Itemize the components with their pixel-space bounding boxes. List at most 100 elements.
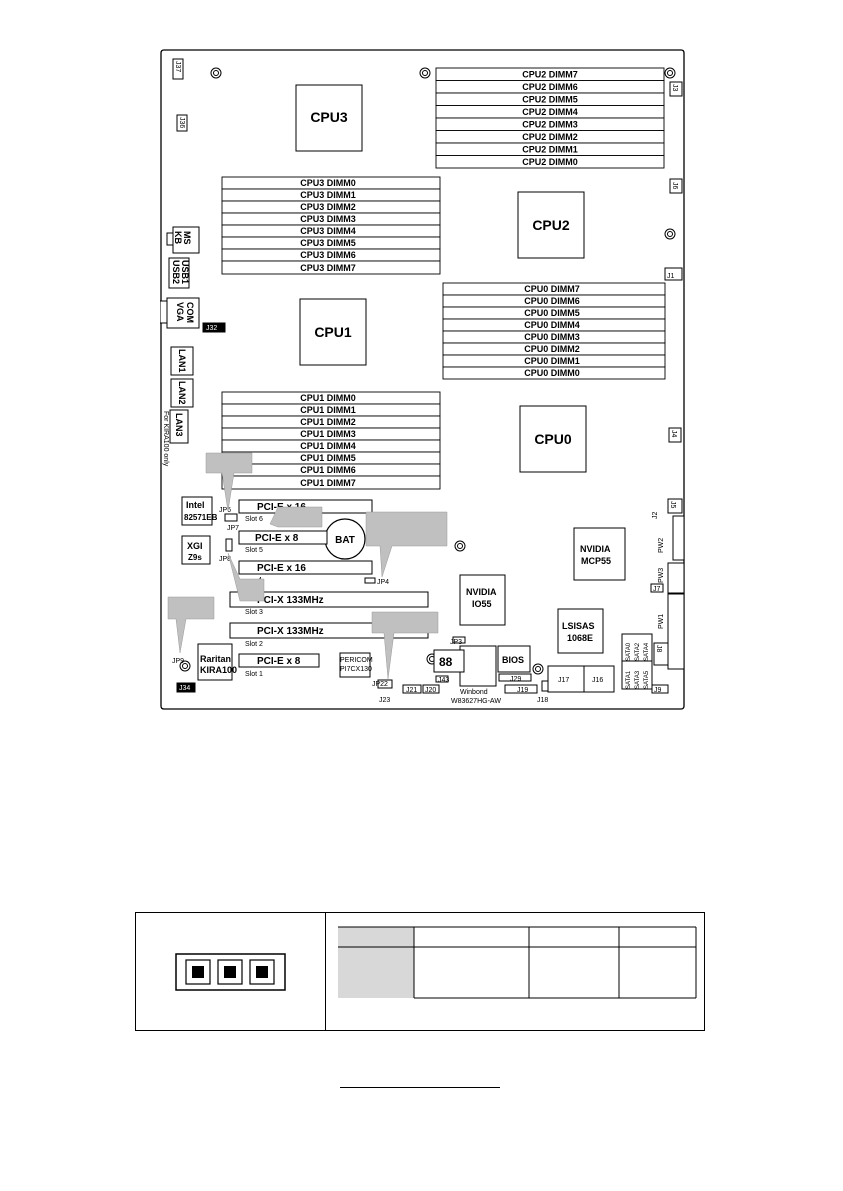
dimm-label: CPU2 DIMM5 xyxy=(522,95,578,105)
cpu3-label: CPU3 xyxy=(310,109,348,125)
jumper-legend xyxy=(135,912,705,1031)
sata5-label: SATA5 xyxy=(644,670,650,689)
j36-label: J36 xyxy=(178,117,185,128)
lan2-label: LAN2 xyxy=(177,381,187,405)
cpu1-socket xyxy=(299,298,367,366)
seg-display-label: 88 xyxy=(439,655,453,669)
j43-label: J43 xyxy=(438,677,449,684)
motherboard-diagram: CPU3 CPU2 CPU1 CPU0 CPU2 DIMM7 CPU2 DIMM… xyxy=(160,49,685,710)
j8-connector xyxy=(653,642,669,666)
jp8-label: JP8 xyxy=(219,556,231,563)
j2-label: J2 xyxy=(652,512,659,520)
callouts xyxy=(167,452,448,680)
jp8-jumper xyxy=(225,538,233,552)
sata-group-bottom xyxy=(621,660,653,690)
j9-label: J9 xyxy=(654,687,662,694)
j37-label: J37 xyxy=(174,61,181,72)
xgi-chip xyxy=(181,535,211,565)
mcp55-label: NVIDIA xyxy=(580,544,611,554)
dimm-label: CPU2 DIMM4 xyxy=(522,107,578,117)
cpu1-label: CPU1 xyxy=(314,324,352,340)
dimm-label: CPU1 DIMM0 xyxy=(300,393,356,403)
dimm-label: CPU1 DIMM1 xyxy=(300,405,356,415)
lsisas-sub: 1068E xyxy=(567,633,593,643)
nvidia-mcp55-chip xyxy=(573,527,626,581)
dimm-label: CPU1 DIMM6 xyxy=(300,465,356,475)
jp6-jumper xyxy=(224,513,238,522)
j18-label: J18 xyxy=(537,697,548,704)
j34-label: J34 xyxy=(179,685,190,692)
jp3-jumper xyxy=(452,636,466,644)
cpu0-label: CPU0 xyxy=(534,431,572,447)
sata2-label: SATA2 xyxy=(635,642,641,661)
jumper-settings-cell xyxy=(326,913,704,1030)
dimm-label: CPU0 DIMM6 xyxy=(524,296,580,306)
dimm-label: CPU2 DIMM6 xyxy=(522,82,578,92)
dimm-label: CPU3 DIMM6 xyxy=(300,250,356,260)
j19-label: J19 xyxy=(517,687,528,694)
cpu3-dimm-group xyxy=(221,176,441,275)
slot5-label: PCI-E x 8 xyxy=(255,533,299,544)
j7-label: J7 xyxy=(653,586,661,593)
dimm-label: CPU0 DIMM0 xyxy=(524,368,580,378)
j21-connector xyxy=(402,684,422,694)
dimm-label: CPU3 DIMM4 xyxy=(300,226,356,236)
j3-label: J3 xyxy=(671,84,678,92)
callout-jp4 xyxy=(365,511,448,578)
j17-label: J17 xyxy=(558,677,569,684)
jp4-label: JP4 xyxy=(377,579,389,586)
dimm-label: CPU0 DIMM2 xyxy=(524,344,580,354)
dimm-label: CPU1 DIMM4 xyxy=(300,441,356,451)
slot3 xyxy=(229,591,429,608)
callout-jp6 xyxy=(205,452,253,512)
dimm-label: CPU3 DIMM5 xyxy=(300,238,356,248)
cpu1-dimm-group xyxy=(221,391,441,490)
dimm-label: CPU1 DIMM5 xyxy=(300,453,356,463)
callout-jp22 xyxy=(371,611,439,680)
slot2-label: PCI-X 133MHz xyxy=(257,626,324,637)
rear-io xyxy=(160,226,200,444)
footer-underline xyxy=(340,1087,500,1088)
bios-label: BIOS xyxy=(502,655,524,665)
j34-connector xyxy=(176,682,196,693)
dimm-label: CPU3 DIMM7 xyxy=(300,263,356,273)
cpu2-dimm-group xyxy=(435,67,665,169)
slot3-label: PCI-X 133MHz xyxy=(257,595,324,606)
j1-connector xyxy=(664,267,683,281)
io55-sub: IO55 xyxy=(472,599,492,609)
pw1-label: PW1 xyxy=(658,614,665,629)
raritan-label: Raritan xyxy=(200,654,231,664)
cpu0-socket xyxy=(519,405,587,473)
dimm-label: CPU1 DIMM3 xyxy=(300,429,356,439)
dimm-label: CPU2 DIMM7 xyxy=(522,70,578,80)
j4-label: J4 xyxy=(670,430,677,438)
j23-label: J23 xyxy=(379,697,390,704)
pw3-connector xyxy=(667,562,685,594)
callout-jp8 xyxy=(227,552,265,602)
dimm-label: CPU2 DIMM2 xyxy=(522,132,578,142)
winbond-label: Winbond xyxy=(460,689,488,696)
j7-connector xyxy=(650,583,664,593)
callout-jp9 xyxy=(167,596,215,654)
dimm-label: CPU2 DIMM0 xyxy=(522,157,578,167)
dimm-label: CPU0 DIMM1 xyxy=(524,356,580,366)
jp9-label: JP9 xyxy=(172,658,184,665)
j16-label: J16 xyxy=(592,677,603,684)
lan3-note: For KIRA100 only xyxy=(162,411,169,467)
jumper-3pin-diagram xyxy=(175,953,286,991)
pericom-sub: PI7CX130 xyxy=(340,666,372,673)
cpu0-dimm-group xyxy=(442,282,666,380)
xgi-sub: Z9s xyxy=(188,553,202,562)
dimm-label: CPU0 DIMM3 xyxy=(524,332,580,342)
sata4-label: SATA4 xyxy=(644,642,650,661)
dimm-label: CPU2 DIMM1 xyxy=(522,145,578,155)
table-header-shade xyxy=(338,927,414,947)
bat-label: BAT xyxy=(335,535,355,546)
nvidia-io55-chip xyxy=(459,574,506,626)
lsisas-label: LSISAS xyxy=(562,621,595,631)
slot1-label: PCI-E x 8 xyxy=(257,656,301,667)
j43-connector xyxy=(435,675,449,683)
sata3-label: SATA3 xyxy=(635,670,641,689)
slot2-name: Slot 2 xyxy=(245,641,263,648)
j29-connector xyxy=(498,673,532,682)
